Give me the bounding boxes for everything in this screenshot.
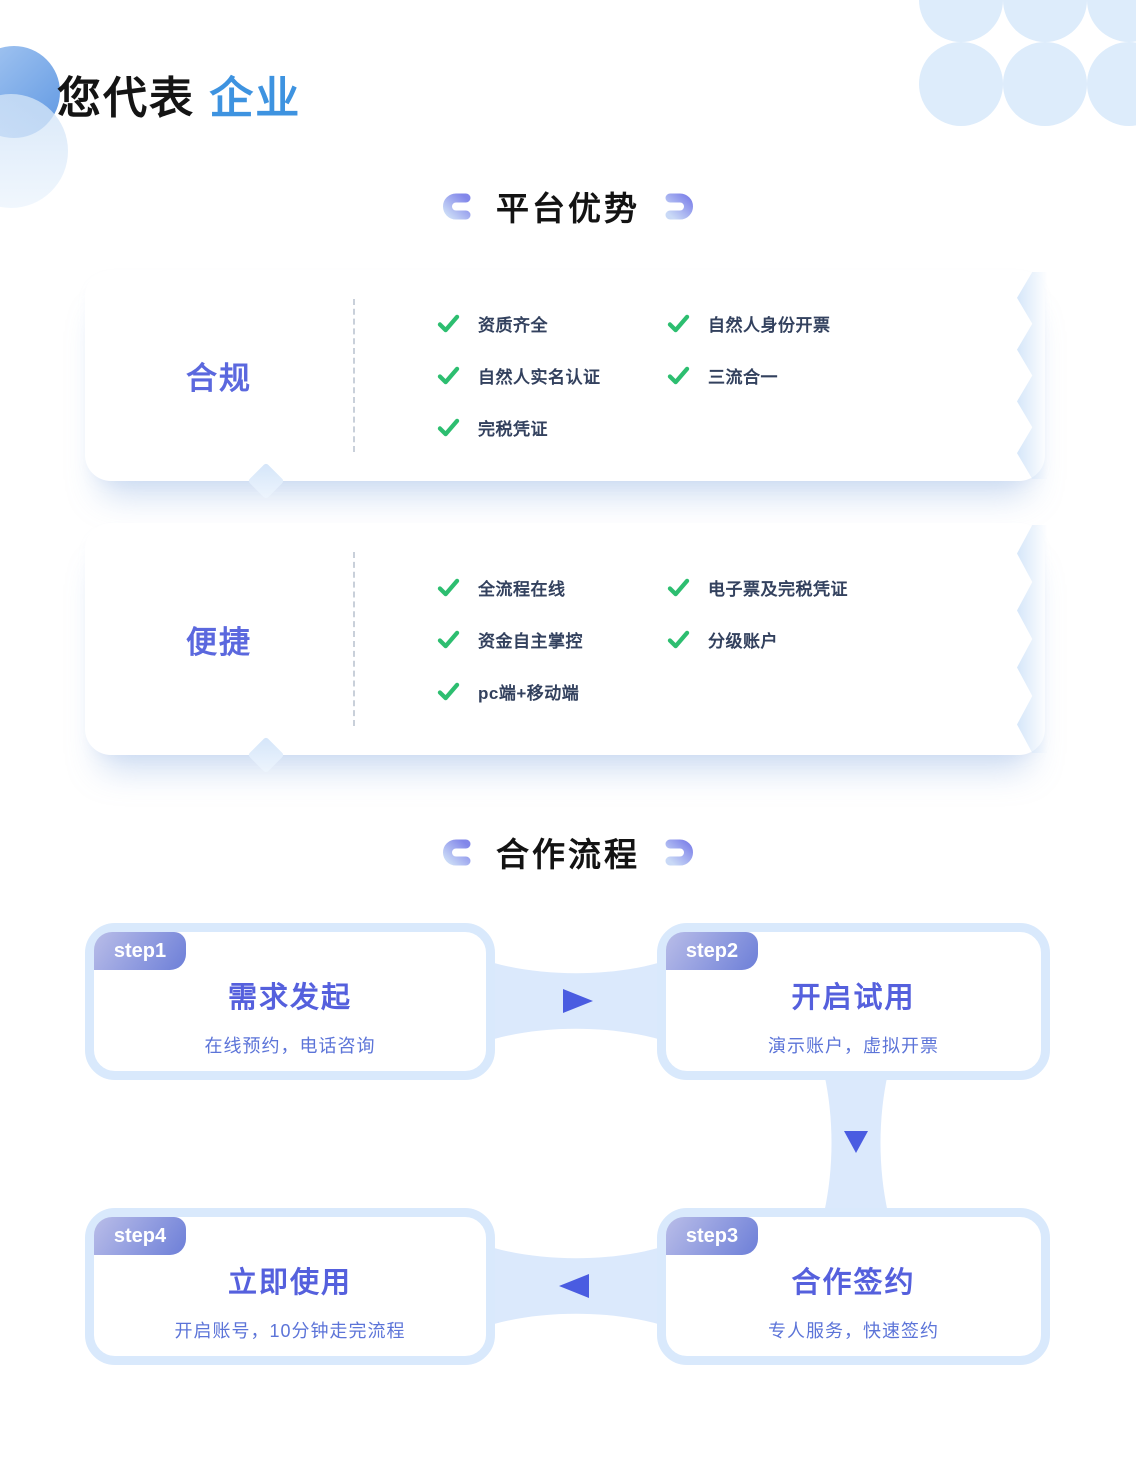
section-title-advantages: 平台优势 — [496, 190, 640, 227]
bracket-left-icon — [443, 193, 471, 219]
advantage-item-label: 全流程在线 — [478, 579, 566, 599]
step-title: 需求发起 — [227, 982, 352, 1014]
advantage-item-label: 三流合一 — [708, 368, 778, 387]
step-badge: step4 — [94, 1217, 186, 1255]
circle-decoration — [1087, 42, 1136, 126]
process-section-header: 合作流程 — [0, 828, 1136, 876]
step-title: 开启试用 — [791, 982, 916, 1014]
advantage-item: 自然人身份开票 — [667, 312, 831, 336]
advantage-item-label: 自然人身份开票 — [708, 316, 831, 335]
diamond-decoration — [247, 736, 285, 774]
check-icon — [667, 366, 690, 385]
step-subtitle: 在线预约，电话咨询 — [204, 1036, 376, 1056]
advantage-item: 三流合一 — [667, 364, 831, 388]
check-icon — [667, 314, 690, 333]
step-card-4: step4 立即使用 开启账号，10分钟走完流程 — [85, 1208, 495, 1365]
page-title: 您代表 企业 — [57, 62, 301, 126]
step-subtitle: 开启账号，10分钟走完流程 — [174, 1321, 406, 1341]
check-icon — [667, 578, 690, 596]
step-title: 合作签约 — [791, 1267, 916, 1299]
advantage-column: 电子票及完税凭证 分级账户 — [667, 575, 848, 651]
step-badge: step1 — [94, 932, 186, 970]
advantage-item-label: pc端+移动端 — [478, 683, 580, 703]
advantage-card-label: 便捷 — [186, 624, 252, 660]
advantage-item: 电子票及完税凭证 — [667, 575, 848, 599]
section-title-process: 合作流程 — [496, 836, 640, 873]
check-icon — [667, 630, 690, 648]
bracket-right-icon — [665, 839, 693, 865]
circle-decoration — [1003, 42, 1087, 126]
advantage-card-convenience: 便捷 全流程在线 资金自主掌控 pc端+移动端 — [85, 523, 1051, 774]
step-badge: step2 — [666, 932, 758, 970]
circle-decoration — [1003, 0, 1087, 42]
connector-step1-step2 — [481, 959, 671, 1043]
advantage-card-compliance: 合规 资质齐全 自然人实名认证 完税凭证 自 — [85, 270, 1051, 500]
dashed-divider — [353, 299, 355, 452]
check-icon — [437, 366, 460, 385]
circle-decoration — [919, 0, 1003, 42]
advantage-item-label: 资质齐全 — [478, 316, 548, 335]
step-title: 立即使用 — [227, 1267, 352, 1299]
page-title-highlight: 企业 — [209, 74, 302, 123]
connector-step3-step4 — [481, 1244, 671, 1328]
step-card-2: step2 开启试用 演示账户，虚拟开票 — [657, 923, 1050, 1080]
check-icon — [437, 314, 460, 333]
advantage-card-label: 合规 — [186, 361, 252, 396]
advantage-item: 分级账户 — [667, 627, 848, 651]
advantage-item: 全流程在线 — [437, 575, 667, 599]
arrow-left-icon — [559, 1274, 589, 1298]
advantage-item-label: 资金自主掌控 — [478, 631, 583, 651]
zigzag-edge-decoration — [1017, 525, 1051, 753]
bracket-right-icon — [665, 193, 693, 219]
check-icon — [437, 630, 460, 648]
page-title-prefix: 您代表 — [57, 74, 195, 123]
circle-decoration — [919, 42, 1003, 126]
arrow-right-icon — [563, 989, 593, 1013]
advantage-item: 完税凭证 — [437, 416, 667, 440]
dashed-divider — [353, 552, 355, 726]
advantage-column: 全流程在线 资金自主掌控 pc端+移动端 — [437, 575, 667, 703]
advantage-column: 资质齐全 自然人实名认证 完税凭证 — [437, 312, 667, 440]
advantage-list: 全流程在线 资金自主掌控 pc端+移动端 电子票及完税凭证 — [437, 575, 848, 703]
step-badge: step3 — [666, 1217, 758, 1255]
zigzag-edge-decoration — [1017, 272, 1051, 479]
advantage-list: 资质齐全 自然人实名认证 完税凭证 自然人身份开票 三流合一 — [437, 312, 831, 440]
advantages-section-header: 平台优势 — [0, 182, 1136, 230]
step-card-1: step1 需求发起 在线预约，电话咨询 — [85, 923, 495, 1080]
check-icon — [437, 682, 460, 700]
arrow-down-icon — [844, 1131, 868, 1153]
advantage-item-label: 完税凭证 — [478, 420, 548, 439]
step-subtitle: 专人服务，快速签约 — [768, 1321, 939, 1341]
advantage-item-label: 电子票及完税凭证 — [708, 579, 848, 599]
check-icon — [437, 578, 460, 596]
advantage-item: pc端+移动端 — [437, 679, 667, 703]
advantage-column: 自然人身份开票 三流合一 — [667, 312, 831, 388]
step-card-3: step3 合作签约 专人服务，快速签约 — [657, 1208, 1050, 1365]
advantage-item: 自然人实名认证 — [437, 364, 667, 388]
advantage-item-label: 分级账户 — [708, 631, 778, 651]
step-subtitle: 演示账户，虚拟开票 — [768, 1036, 939, 1056]
circle-decoration — [1087, 0, 1136, 42]
check-icon — [437, 418, 460, 437]
advantage-item-label: 自然人实名认证 — [478, 368, 601, 387]
diamond-decoration — [247, 462, 285, 500]
advantage-item: 资金自主掌控 — [437, 627, 667, 651]
bracket-left-icon — [443, 839, 471, 865]
connector-step2-step3 — [824, 1073, 888, 1213]
advantage-item: 资质齐全 — [437, 312, 667, 336]
